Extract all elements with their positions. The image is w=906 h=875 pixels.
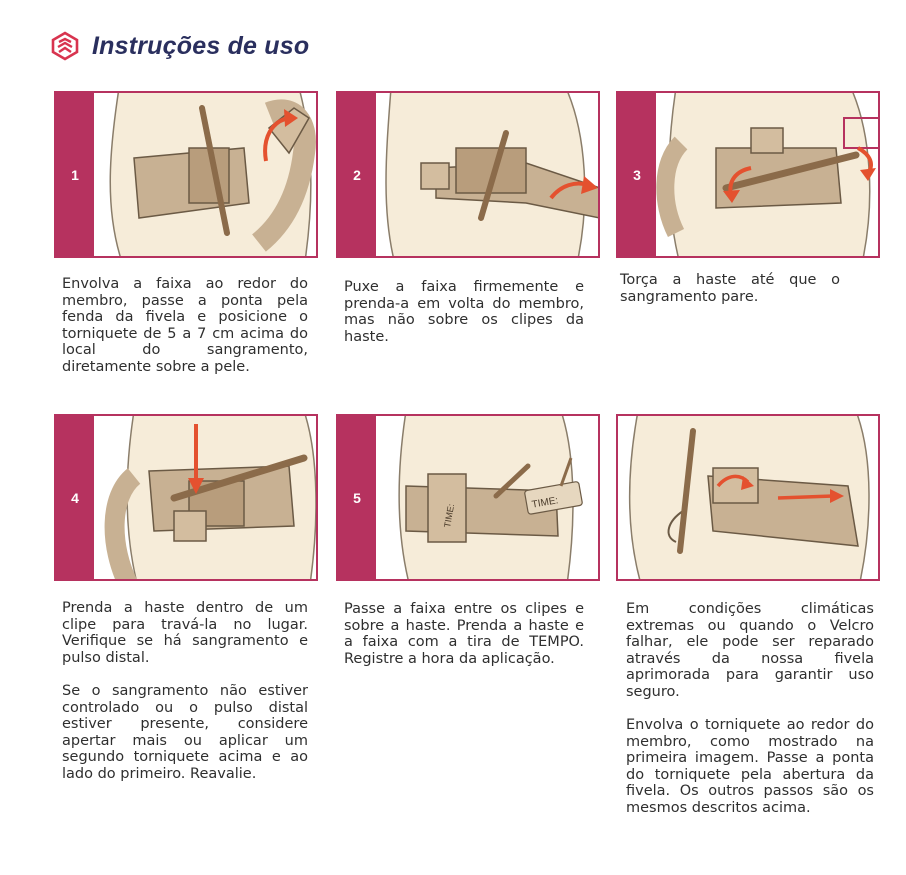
step-5-description: Passe a faixa entre os clipes e sobre a …: [344, 601, 584, 667]
step-4-panel: 4: [54, 414, 318, 581]
paragraph: Em condições climáticas extremas ou quan…: [626, 601, 874, 700]
paragraph: Puxe a faixa firmemente e prenda-a em vo…: [344, 279, 584, 345]
step-number: 2: [353, 166, 361, 183]
step-6-illustration: [628, 416, 870, 579]
step-2-panel: 2: [336, 91, 600, 258]
step-1-illustration: [109, 93, 316, 256]
step-3-panel: 3: [616, 91, 880, 258]
step-1-panel: 1: [54, 91, 318, 258]
step-number-bar: 2: [338, 93, 376, 256]
paragraph: Envolva o torniquete ao redor do membro,…: [626, 717, 874, 816]
page-header: Instruções de uso: [50, 28, 309, 64]
time-tag-label: TIME:: [531, 495, 559, 510]
step-5-illustration: TIME: TIME:: [398, 416, 583, 579]
step-number-bar: 1: [56, 93, 94, 256]
paragraph: Passe a faixa entre os clipes e sobre a …: [344, 601, 584, 667]
step-4-illustration: [104, 416, 316, 579]
step-number-bar: 3: [618, 93, 656, 256]
step-3-description: Torça a haste até que o sangramento pare…: [620, 272, 840, 305]
step-number: 3: [633, 166, 641, 183]
step-3-illustration: [656, 93, 878, 256]
paragraph: Se o sangramento não estiver controlado …: [62, 683, 308, 782]
step-number: 1: [71, 166, 79, 183]
paragraph: Prenda a haste dentro de um clipe para t…: [62, 600, 308, 666]
step-1-description: Envolva a faixa ao redor do membro, pass…: [62, 276, 308, 375]
paragraph: Torça a haste até que o sangramento pare…: [620, 272, 840, 305]
step-number-bar: 5: [338, 416, 376, 579]
step-number: 5: [353, 489, 361, 506]
paragraph: Envolva a faixa ao redor do membro, pass…: [62, 276, 308, 375]
step-2-illustration: [385, 93, 598, 256]
step-2-description: Puxe a faixa firmemente e prenda-a em vo…: [344, 279, 584, 345]
step-5-panel: 5 TIME: TIME:: [336, 414, 600, 581]
step-6-description: Em condições climáticas extremas ou quan…: [626, 601, 874, 816]
time-label: TIME:: [442, 503, 456, 528]
step-number: 4: [71, 489, 79, 506]
step-4-description: Prenda a haste dentro de um clipe para t…: [62, 600, 308, 782]
page-title: Instruções de uso: [92, 31, 310, 60]
step-6-panel: [616, 414, 880, 581]
brand-logo-icon: [51, 31, 79, 61]
step-number-bar: 4: [56, 416, 94, 579]
